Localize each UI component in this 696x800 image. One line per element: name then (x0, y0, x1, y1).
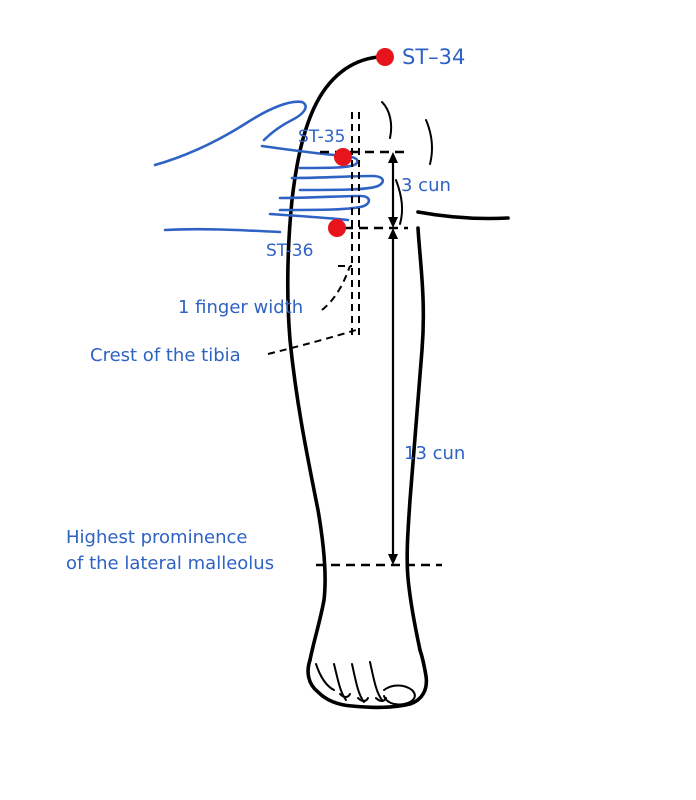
three-cun-arrow-down (388, 217, 398, 228)
thigh-crease (416, 210, 510, 221)
hand-index-finger (260, 144, 359, 170)
label-st36: ST-36 (266, 241, 313, 261)
toe-1 (315, 663, 335, 691)
leg-lateral-contour (286, 55, 380, 662)
label-three-cun: 3 cun (401, 175, 451, 196)
acupoint-st34 (376, 48, 394, 66)
label-crest-tibia: Crest of the tibia (90, 345, 241, 366)
hand (153, 100, 385, 234)
toe-4 (369, 661, 383, 701)
leg-medial-contour (405, 226, 426, 652)
three-cun-dimension (388, 152, 398, 228)
tibia-crest-lines (351, 112, 360, 338)
label-st34: ST–34 (402, 45, 465, 69)
label-finger-width: 1 finger width (178, 297, 303, 318)
toe-3 (351, 663, 365, 703)
finger-width-leader (321, 265, 351, 311)
acupoint-st36 (328, 219, 346, 237)
knee-lower-line (395, 179, 404, 225)
hand-middle-finger (290, 174, 385, 192)
label-thirteen-cun: 13 cun (404, 443, 465, 464)
thirteen-cun-dimension (388, 228, 398, 565)
hand-ring-finger (278, 194, 371, 212)
acupoint-st35 (334, 148, 352, 166)
hand-thumb (153, 100, 307, 167)
leg-outline (286, 55, 510, 662)
three-cun-arrow-up (388, 152, 398, 163)
thirteen-cun-arrow-up (388, 228, 398, 239)
crest-tibia-leader (267, 329, 357, 355)
label-malleolus-line1: Highest prominence (66, 527, 247, 548)
label-st35: ST-35 (298, 127, 345, 147)
toenail-3 (375, 697, 387, 702)
foot-outline (306, 648, 429, 710)
toenail-1 (339, 693, 351, 698)
toenail-2 (357, 697, 369, 702)
knee-side-line (425, 119, 434, 165)
thirteen-cun-arrow-down (388, 554, 398, 565)
hand-little-finger (268, 212, 350, 222)
big-toe (383, 684, 416, 706)
hand-palm-edge (163, 227, 282, 234)
kneecap-line (381, 101, 393, 139)
foot (306, 648, 429, 710)
label-malleolus-line2: of the lateral malleolus (66, 553, 274, 574)
